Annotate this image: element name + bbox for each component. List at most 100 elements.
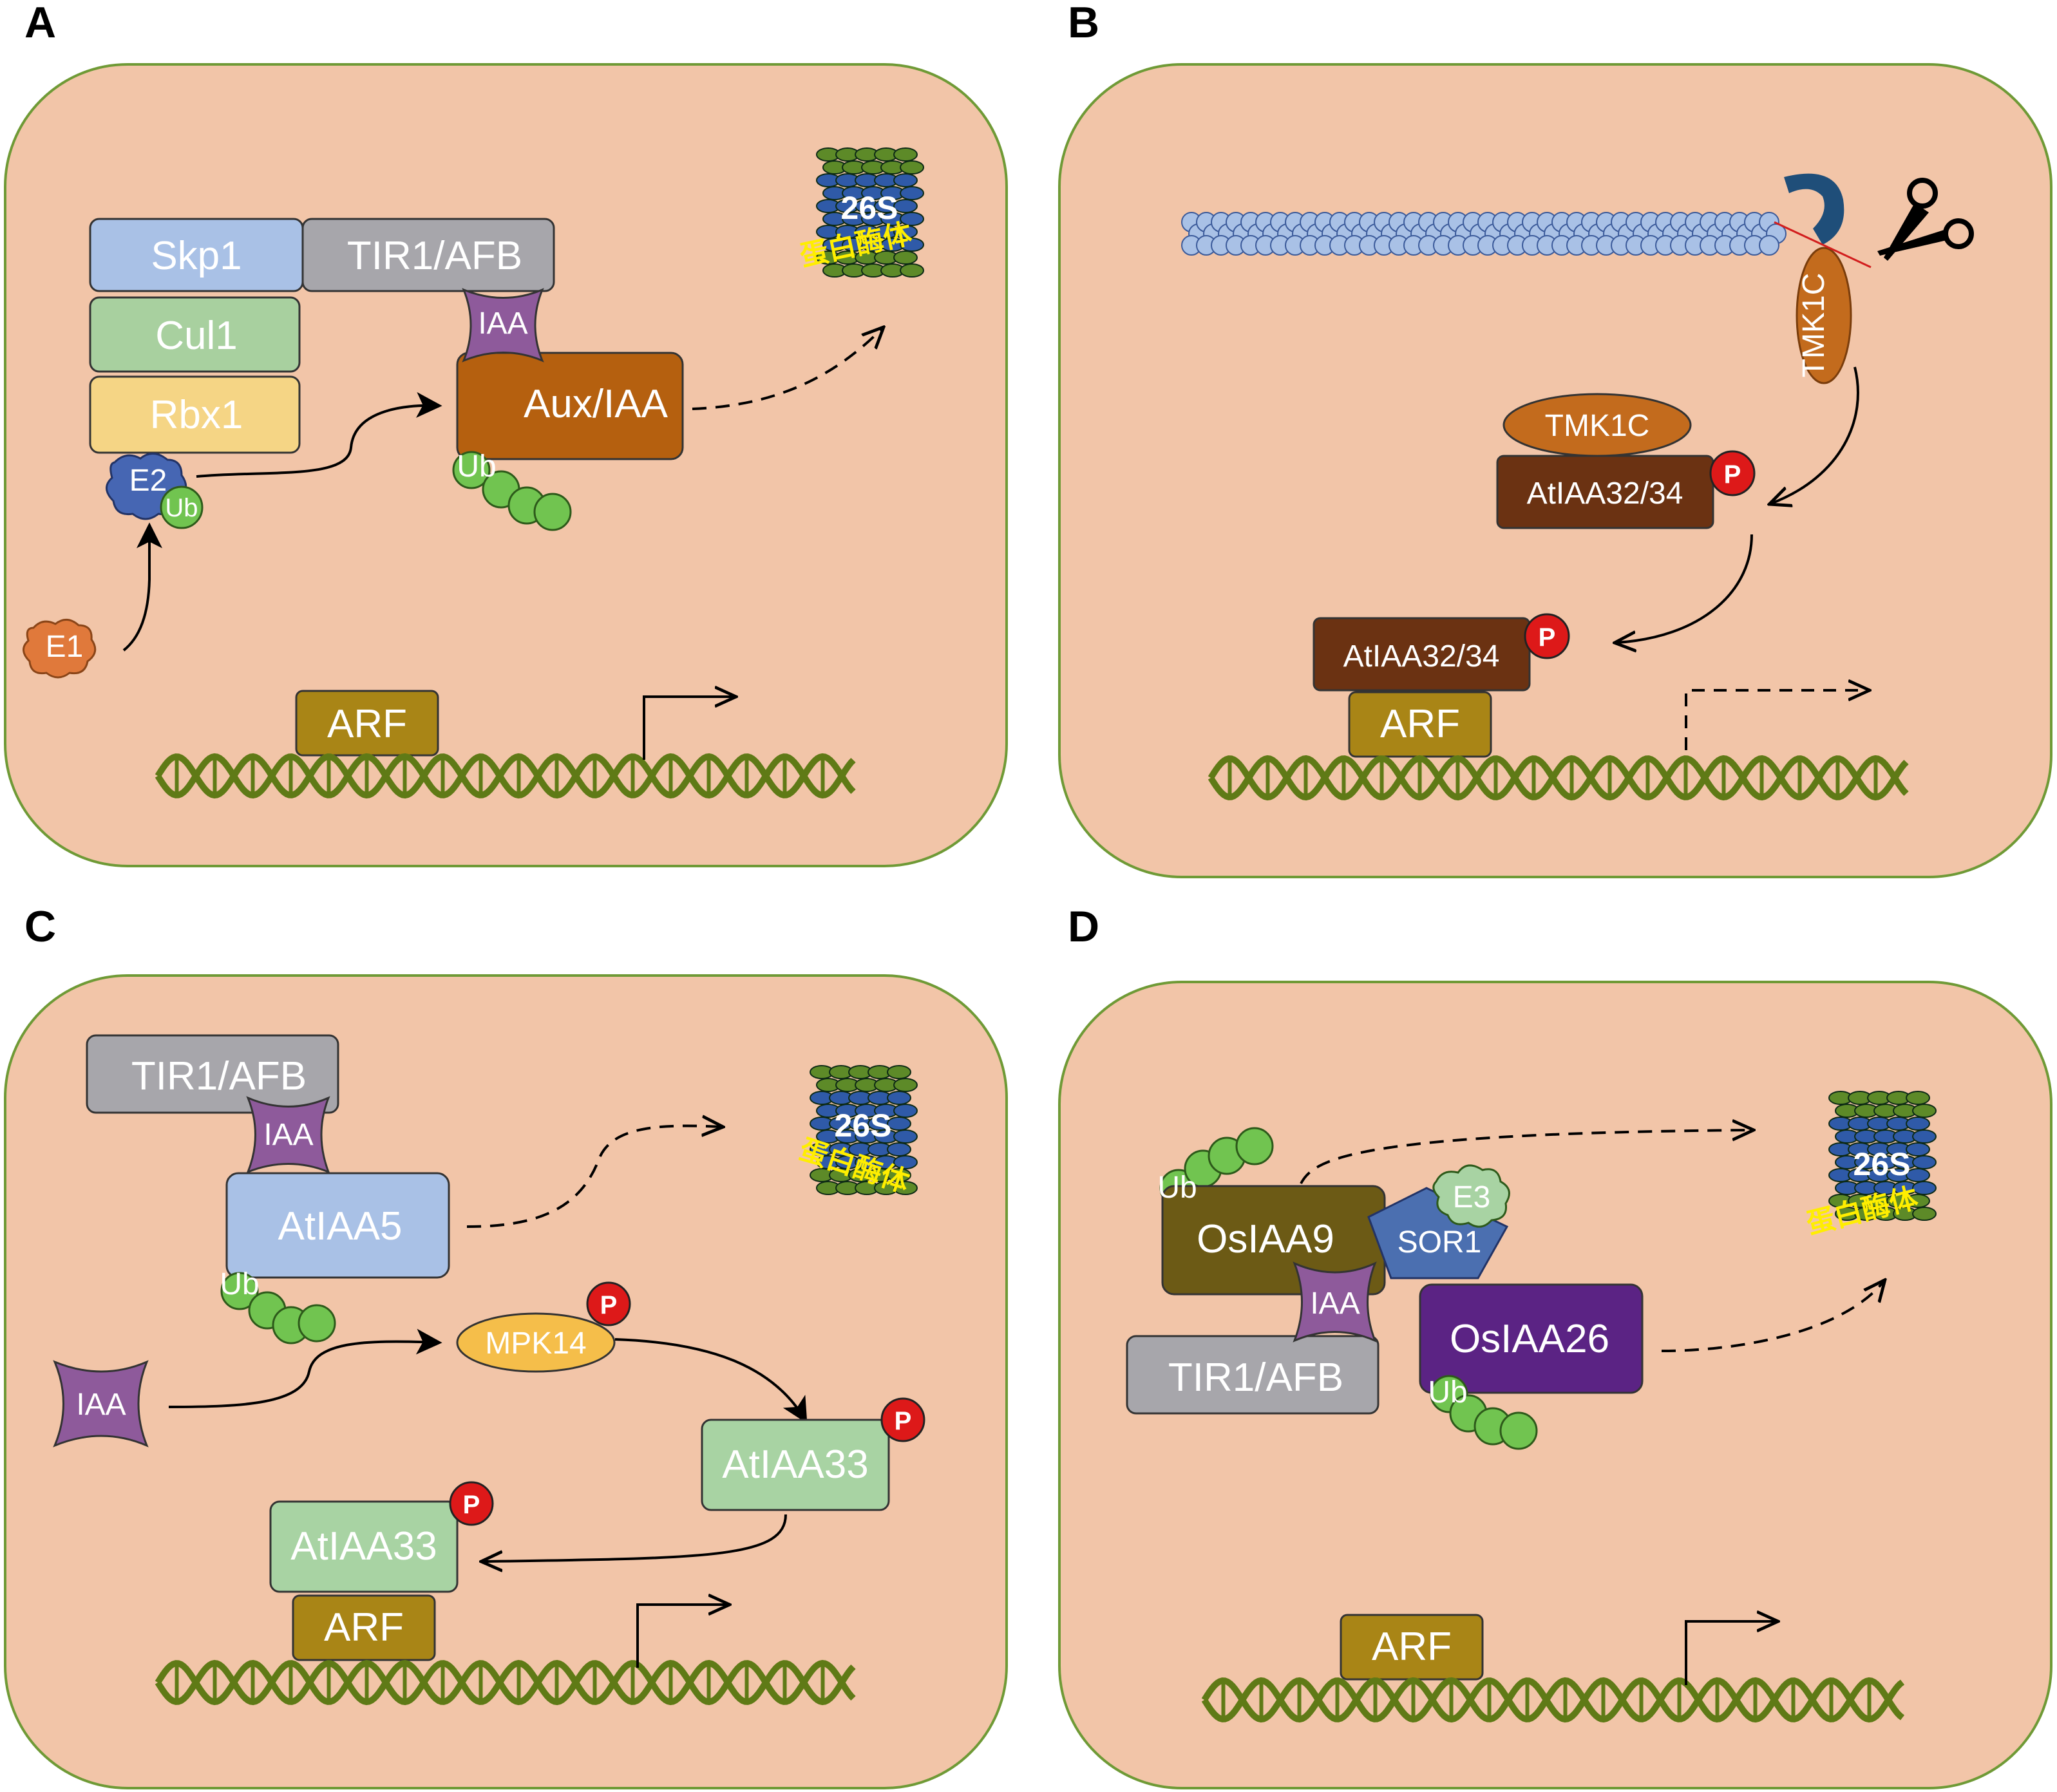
transcription-arrow-d (1685, 1621, 1776, 1685)
proteasome-subunit (1912, 1104, 1937, 1118)
dna-strand (1201, 1677, 1905, 1723)
proteasome-subunit (893, 199, 918, 213)
proteasome-subunit (1906, 1168, 1930, 1182)
iaa-label-a: IAA (478, 307, 527, 341)
arf-label-c: ARF (324, 1605, 404, 1650)
arrow-complex-to-nucleus (1616, 534, 1753, 643)
proteasome-26s-label-c: 26S (835, 1108, 892, 1144)
proteasome-26s-label-a: 26S (841, 190, 898, 226)
proteasome-subunit (887, 1091, 911, 1105)
dna-d (1201, 1677, 1905, 1723)
arf-box-c (292, 1594, 436, 1661)
arf-label-b: ARF (1380, 702, 1460, 746)
proteasome-subunit (893, 173, 918, 187)
tir1-label-c: TIR1/AFB (131, 1054, 307, 1099)
proteasome-a (816, 147, 924, 278)
iaa-label-d: IAA (1310, 1287, 1360, 1321)
arrow-auxiaa-to-proteasome (692, 328, 882, 410)
arrow-atiaa5-to-proteasome (466, 1126, 721, 1228)
arrow-tmk1c-to-complex (1771, 366, 1859, 504)
dna-strand (1208, 755, 1909, 801)
tmk1c-hook (1784, 173, 1844, 245)
iaa-molecule-a (462, 288, 544, 363)
cul1-box (89, 296, 301, 373)
proteasome-26s-label-d: 26S (1853, 1146, 1911, 1182)
phospho-label-b-top: P (1724, 460, 1741, 489)
proteasome-subunit (1912, 1129, 1937, 1144)
rbx1-label: Rbx1 (150, 393, 243, 437)
proteasome-subunit (887, 1168, 911, 1182)
proteasome-subunit (1912, 1181, 1937, 1195)
proteasome-subunit (900, 238, 924, 252)
atiaa33-right-label: AtIAA33 (722, 1442, 868, 1487)
panel-label-d: D (1068, 902, 1099, 951)
dna-a (155, 753, 856, 799)
transcription-arrow-a (643, 697, 734, 760)
proteasome-subunit (900, 186, 924, 200)
panel-label-c: C (24, 902, 56, 951)
panel-d: D OsIAA9 Ub SOR1 E3 TIR1/AFB IAA OsIAA26… (1058, 902, 2052, 1789)
ub-on-e2 (160, 486, 204, 529)
arrow-e2-to-auxiaa (196, 391, 442, 478)
arrow-atiaa33-to-nucleus (483, 1514, 787, 1561)
dna-strand (155, 753, 856, 799)
proteasome-subunit (1906, 1091, 1930, 1105)
proteasome-subunit (900, 212, 924, 226)
e3-ligase (1432, 1164, 1510, 1228)
proteasome-subunit (893, 225, 918, 239)
osiaa26-box (1419, 1283, 1644, 1394)
phospho-label-c-left: P (463, 1491, 480, 1519)
scissors-icon (1877, 178, 1974, 261)
proteasome-subunit (887, 1142, 911, 1156)
dna-strand (155, 1659, 856, 1706)
tir1-label-d: TIR1/AFB (1168, 1355, 1343, 1400)
tubulin-subunit (1759, 235, 1779, 256)
arf-label-a: ARF (327, 702, 407, 746)
atiaa33-left-box (269, 1500, 459, 1593)
phospho-badge-mpk14 (586, 1281, 631, 1326)
panel-label-b: B (1068, 0, 1099, 47)
arrow-osiaa26-to-proteasome (1661, 1281, 1884, 1352)
atiaa32-bottom-box (1313, 617, 1531, 692)
dna-strand (155, 1659, 856, 1706)
tir1-label-a: TIR1/AFB (347, 234, 522, 278)
proteasome-d (1828, 1091, 1937, 1221)
iaa-molecule-d (1293, 1261, 1377, 1343)
panel-label-a: A (24, 0, 56, 47)
tir1-box-c (86, 1034, 339, 1114)
phospho-badge-b-bottom (1524, 613, 1570, 659)
rbx1-box (89, 375, 301, 454)
phospho-label-b-bottom: P (1539, 623, 1556, 652)
proteasome-subunit (887, 1117, 911, 1131)
panel-a: A Skp1 TIR1/AFB Cul1 Rbx1 Aux/IAA IAA Ub… (4, 0, 1008, 867)
arf-label-d: ARF (1372, 1625, 1452, 1669)
tir1-box-d (1126, 1335, 1379, 1415)
phospho-label-mpk14: P (600, 1291, 618, 1319)
ub-label-a1: Ub (165, 494, 198, 522)
proteasome-subunit (1912, 1155, 1937, 1169)
microtubule (1181, 212, 1787, 256)
phospho-label-c-right: P (895, 1407, 912, 1435)
arrow-e1-to-e2 (122, 522, 162, 652)
tmk1c-membrane-label: TMK1C (1797, 273, 1831, 378)
e3-label: E3 (1453, 1180, 1491, 1214)
proteasome-subunit (1912, 1207, 1937, 1221)
proteasome-subunit (900, 263, 924, 278)
arrow-iaa-to-mpk14 (168, 1328, 442, 1408)
tmk1c-membrane (1796, 247, 1852, 384)
phospho-badge-c-right (880, 1397, 925, 1442)
mpk14-ellipse (456, 1312, 616, 1373)
tir1-box-a (301, 218, 555, 292)
iaa-molecule-c-bound (246, 1096, 330, 1174)
proteasome-subunit (887, 1065, 911, 1079)
ub-chain-c (220, 1272, 336, 1344)
cul1-label: Cul1 (155, 314, 238, 358)
ub-label-d1: Ub (1157, 1171, 1197, 1205)
atiaa32-top-box (1496, 455, 1714, 529)
osiaa9-label: OsIAA9 (1197, 1217, 1334, 1261)
panel-b: B TMK1C TMK1C AtIAA32/34 P AtIAA32/34 P … (1058, 0, 2052, 878)
proteasome-subunit (893, 147, 918, 162)
atiaa5-box (225, 1172, 450, 1279)
atiaa32-top-label: AtIAA32/34 (1527, 476, 1683, 511)
proteasome-subunit (893, 1155, 918, 1169)
